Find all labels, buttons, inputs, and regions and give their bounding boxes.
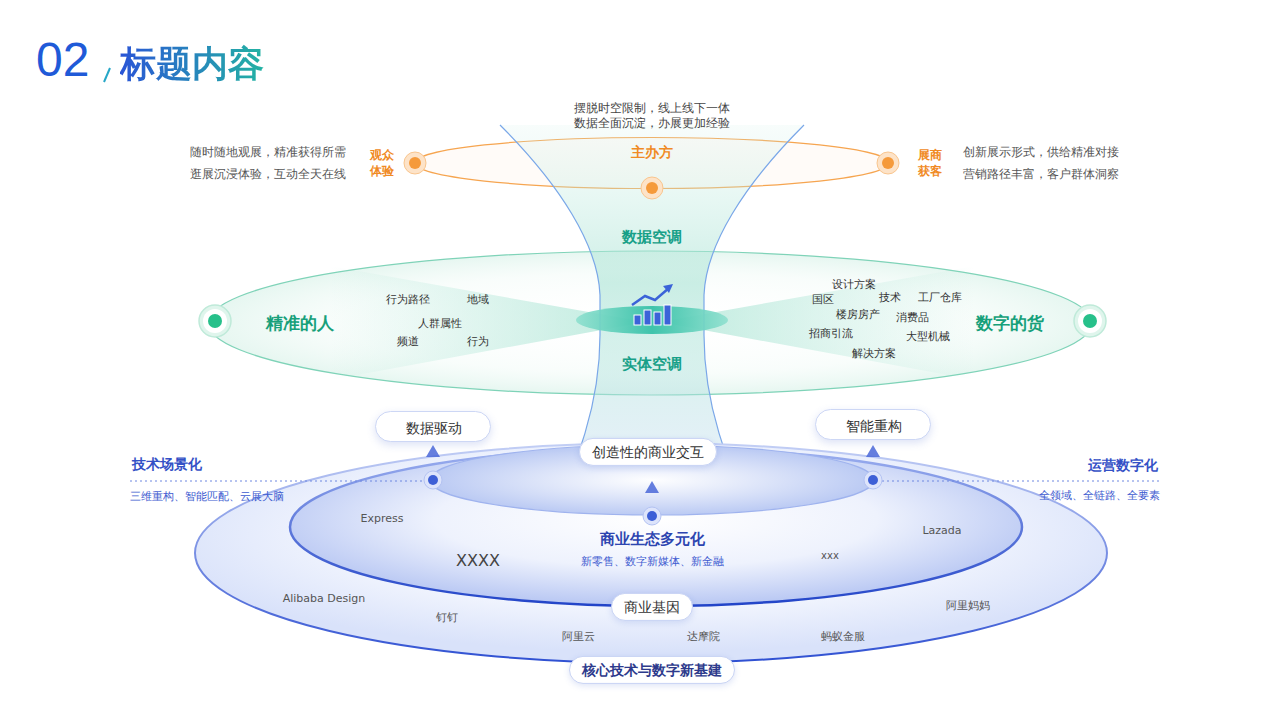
ecosystem-dot: 商业生态多元化新零售、数字新媒体、新金融 (560, 505, 745, 573)
dot-halo (1074, 305, 1106, 337)
dot-description: 创新展示形式，供给精准对接 营销路径丰富，客户群体洞察 (963, 141, 1128, 185)
tag: 楼房房产 (836, 308, 880, 322)
pill-box: 数据驱动 (375, 411, 491, 442)
exhibitor-dot: 展商 获客创新展示形式，供给精准对接 营销路径丰富，客户群体洞察 (870, 140, 1132, 188)
dot-ring (203, 309, 227, 333)
pill-box: 智能重构 (815, 409, 931, 440)
dot-heading: 商业生态多元化 (600, 530, 705, 550)
tag: 人群属性 (418, 317, 462, 331)
brand-name: xxx (821, 549, 839, 562)
dot-core (647, 511, 657, 521)
tag: 行为路径 (386, 293, 430, 307)
center-disc (576, 306, 728, 334)
tag: 解决方案 (852, 347, 896, 361)
pointer-triangle (426, 445, 440, 457)
host-dot-halo (641, 177, 663, 199)
brand-name: Lazada (922, 524, 961, 538)
funnel-label: 数据空调 (622, 228, 682, 248)
tag: 国区 (812, 293, 834, 307)
tag: 大型机械 (906, 330, 950, 344)
chart-bar (644, 310, 651, 325)
pill-label: 智能重构 (846, 416, 902, 434)
chart-bar (654, 312, 661, 325)
dot-heading: 数字的货 (976, 312, 1044, 334)
brand-name: 蚂蚁金服 (821, 630, 865, 644)
tag: 技术 (879, 291, 901, 305)
ring-dot-halo (424, 471, 442, 489)
title-slash (104, 68, 110, 82)
ring-dot (868, 475, 878, 485)
pointer-triangle (866, 445, 880, 457)
people-dot: 精准的人 (195, 298, 355, 346)
ellipse-pill-label: 核心技术与数字新基建 (569, 656, 735, 684)
brand-name: Express (361, 512, 404, 526)
dot-core (1083, 314, 1097, 328)
dot-core (409, 157, 421, 169)
brand-name: XXXX (456, 551, 500, 572)
dot-description: 随时随地观展，精准获得所需 逛展沉浸体验，互动全天在线 (190, 141, 355, 185)
brand-name: 阿里妈妈 (946, 599, 990, 613)
chart-arrow-head (663, 284, 673, 293)
pill-label: 数据驱动 (406, 418, 462, 436)
side-heading: 运营数字化 (1088, 456, 1158, 474)
dot-description: 新零售、数字新媒体、新金融 (581, 555, 724, 569)
brand-name: Alibaba Design (283, 592, 366, 606)
left-light-wedge (330, 266, 645, 380)
goods-dot: 数字的货 (960, 298, 1110, 346)
tag: 消费品 (896, 311, 929, 325)
host-label: 主办方 (631, 143, 673, 161)
ring-dot (428, 475, 438, 485)
slide-title: 标题内容 (120, 41, 264, 88)
funnel-label: 实体空调 (622, 355, 682, 375)
dot-heading: 展商 获客 (916, 148, 944, 179)
tag: 设计方案 (832, 278, 876, 292)
dashed-leader (882, 481, 1160, 482)
dot-heading: 观众 体验 (368, 148, 396, 179)
tag: 频道 (397, 335, 419, 349)
dot-core (208, 314, 222, 328)
tag: 工厂仓库 (918, 291, 962, 305)
chart-bar (634, 315, 641, 325)
ellipse-outline (195, 443, 1107, 663)
dot-core (882, 157, 894, 169)
dot-halo (643, 507, 661, 525)
brand-name: 达摩院 (687, 630, 720, 644)
dot-halo (877, 152, 899, 174)
chart-trend-line (632, 288, 669, 305)
dot-halo (404, 152, 426, 174)
host-dot (646, 182, 658, 194)
side-heading: 技术场景化 (132, 455, 202, 473)
side-description: 三维重构、智能匹配、云展大脑 (130, 490, 284, 504)
ellipse-pill-label: 创造性的商业交互 (579, 438, 717, 466)
chart-bar (664, 305, 671, 325)
ring-dot-halo (864, 471, 882, 489)
right-light-wedge (660, 266, 975, 380)
brand-name: 钉钉 (436, 611, 458, 625)
tag: 地域 (467, 293, 489, 307)
dot-halo (199, 305, 231, 337)
dashed-leader (130, 481, 424, 482)
ellipse-pill-label: 商业基因 (611, 593, 693, 621)
pointer-triangle (645, 481, 659, 493)
side-description: 全领域、全链路、全要素 (1039, 489, 1160, 503)
tag: 行为 (467, 335, 489, 349)
audience-dot: 观众 体验随时随地观展，精准获得所需 逛展沉浸体验，互动全天在线 (185, 140, 435, 188)
section-number: 02 (36, 29, 89, 91)
dot-heading: 精准的人 (266, 312, 334, 334)
brand-name: 阿里云 (562, 630, 595, 644)
outer-ellipse: 核心技术与数字新基建商业基因 创造性的商业交互商业生态多元化新零售、数字新媒体、新… (190, 438, 1115, 688)
middle-ellipse: 商业基因 创造性的商业交互商业生态多元化新零售、数字新媒体、新金融 (285, 440, 1027, 625)
tag: 招商引流 (809, 327, 853, 341)
dot-ring (1078, 309, 1102, 333)
host-description: 摆脱时空限制，线上线下一体 数据全面沉淀，办展更加经验 (570, 101, 734, 131)
